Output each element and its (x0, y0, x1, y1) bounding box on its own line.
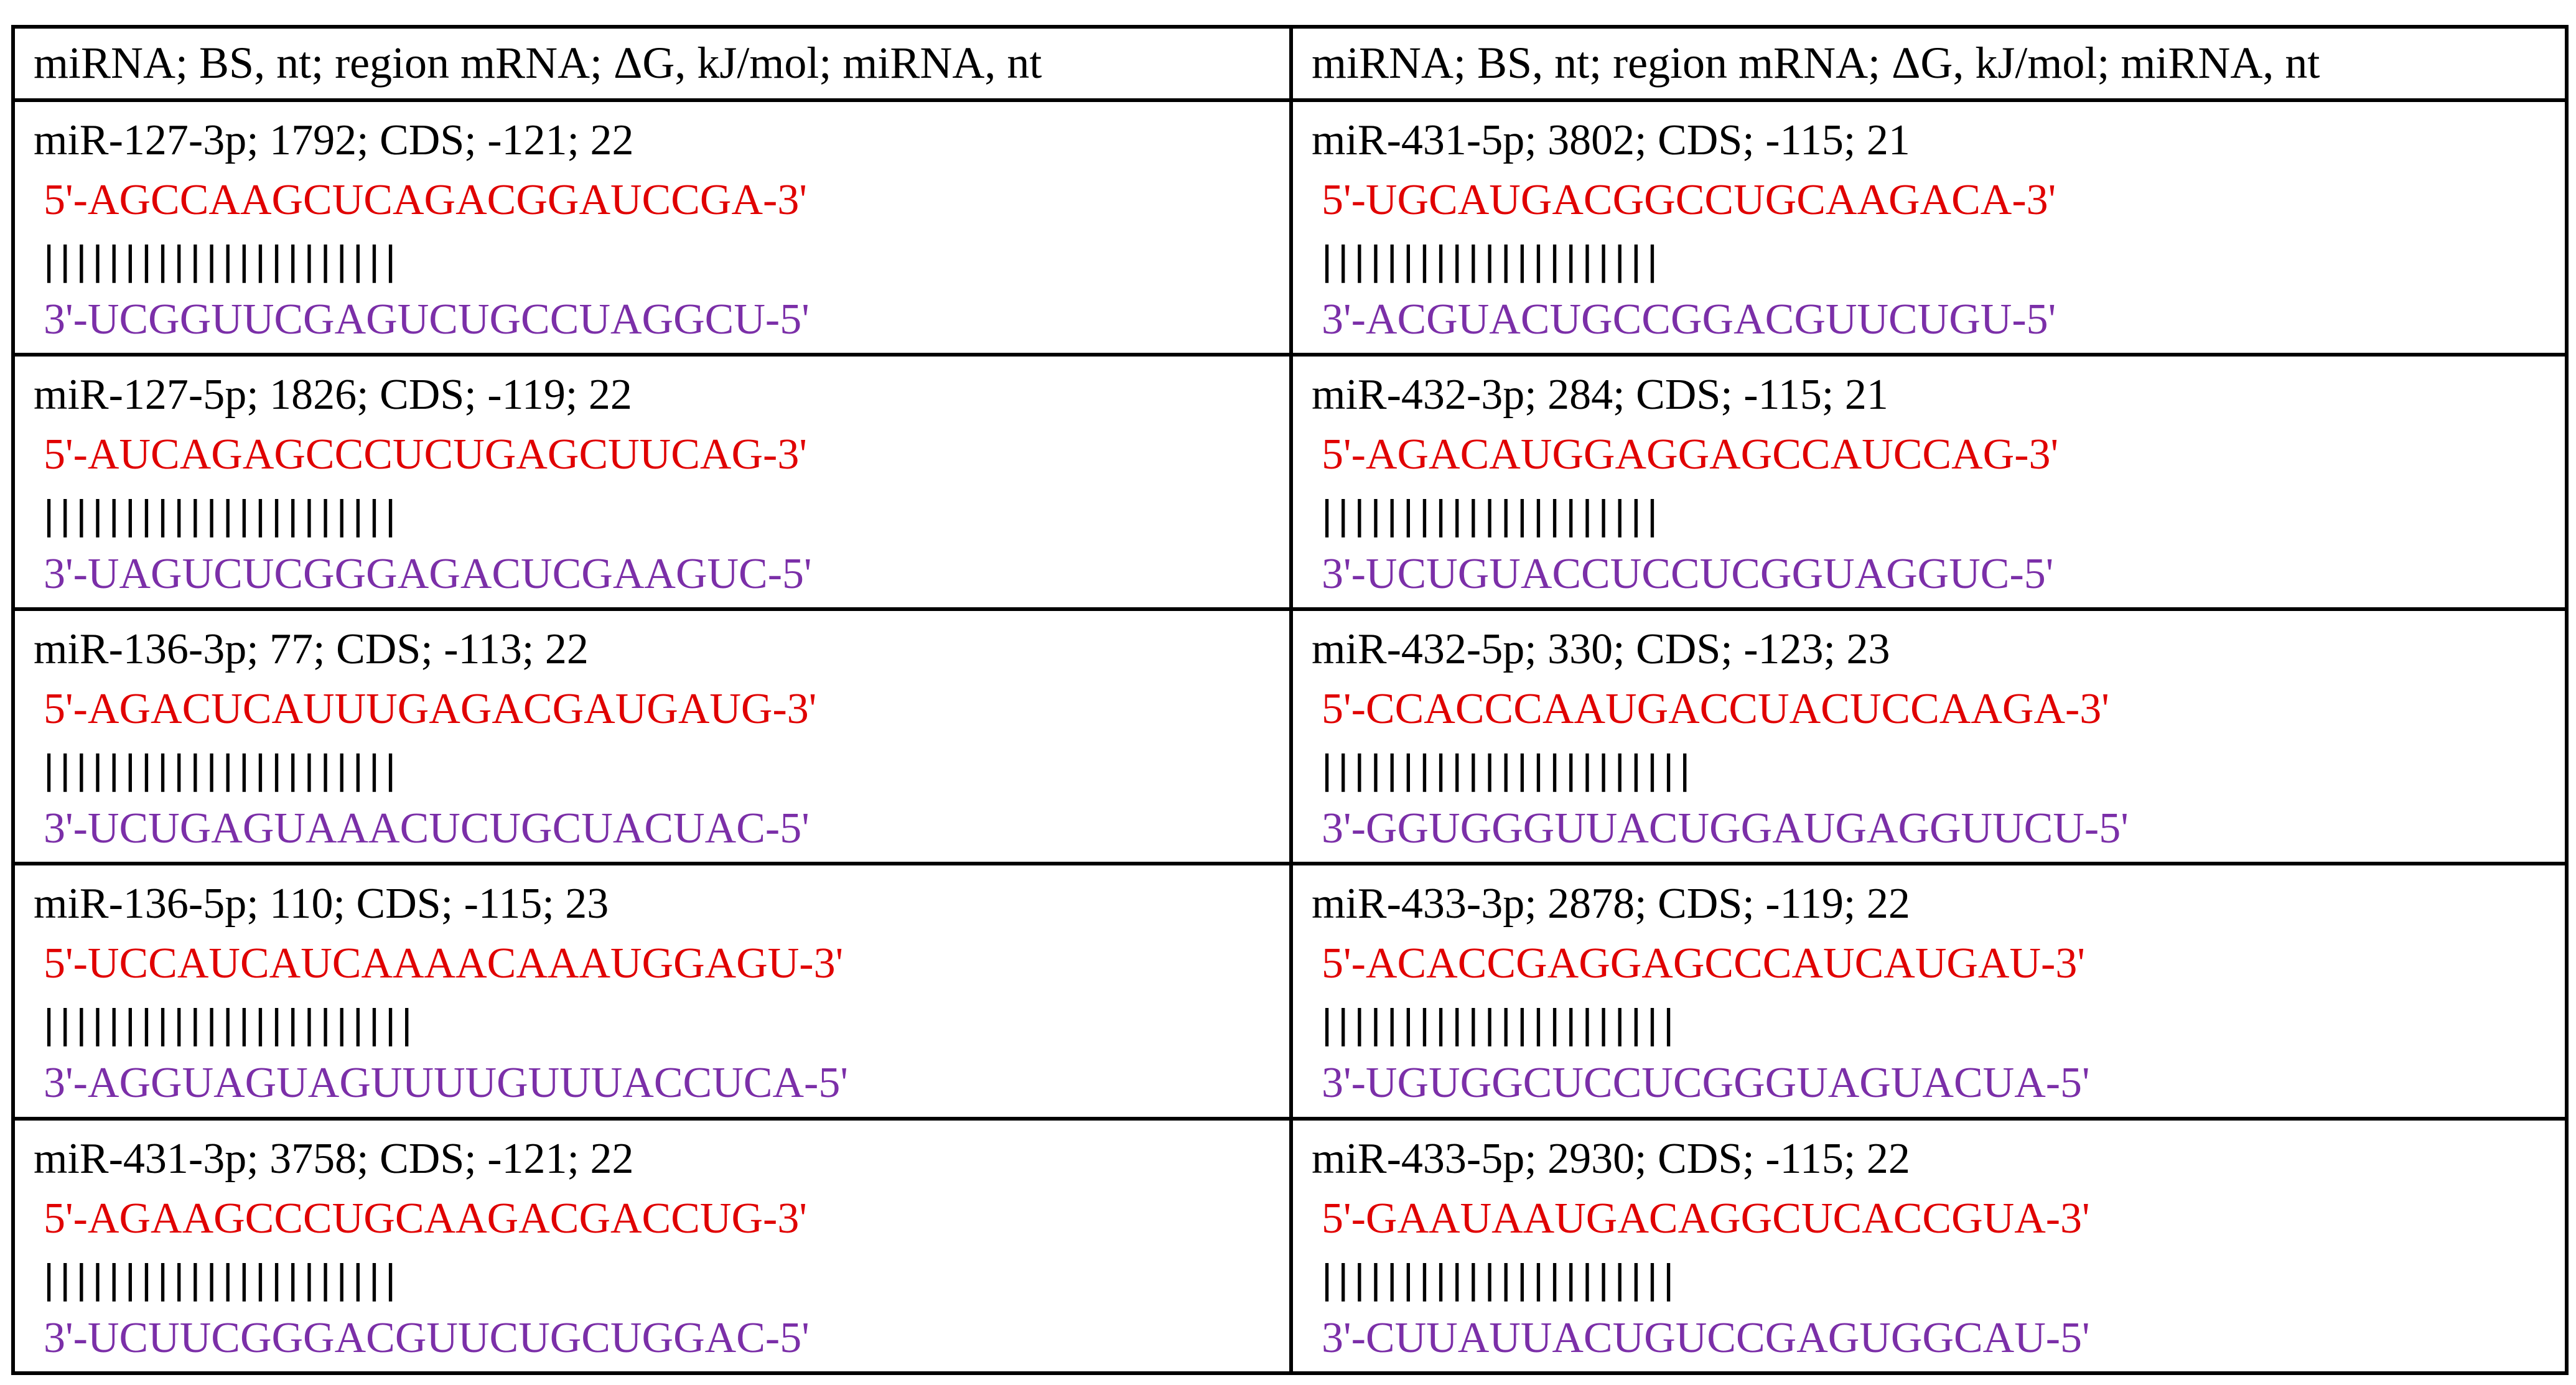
duplex-cell: miR-127-5p; 1826; CDS; -119; 22 5'-AUCAG… (11, 352, 1293, 612)
mirna-binding-table: miRNA; BS, nt; region mRNA; ΔG, kJ/mol; … (11, 25, 2569, 1376)
duplex: miR-431-3p; 3758; CDS; -121; 22 5'-AGAAG… (34, 1121, 1289, 1368)
mrna-sequence: 5'-AGACUCAUUUGAGACGAUGAUG-3' (44, 685, 817, 734)
mirna-info: miR-136-5p; 110; CDS; -115; 23 (34, 880, 609, 928)
table-row: miR-136-5p; 110; CDS; -115; 23 5'-UCCAUC… (11, 862, 2569, 1121)
mrna-sequence: 5'-AGCCAAGCUCAGACGGAUCCGA-3' (44, 175, 807, 224)
mirna-sequence: 3'-UCUUCGGGACGUUCUGCUGGAC-5' (44, 1313, 810, 1362)
mrna-sequence: 5'-UCCAUCAUCAAAACAAAUGGAGU-3' (44, 940, 844, 988)
duplex: miR-432-3p; 284; CDS; -115; 21 5'-AGACAU… (1312, 357, 2565, 604)
header-row: miRNA; BS, nt; region mRNA; ΔG, kJ/mol; … (11, 25, 2569, 102)
base-pair-bars: |||||||||||||||||||||| (44, 236, 402, 283)
mrna-sequence: 5'-CCACCCAAUGACCUACUCCAAGA-3' (1322, 685, 2109, 734)
mrna-sequence: 5'-AUCAGAGCCCUCUGAGCUUCAG-3' (44, 430, 807, 478)
mirna-info: miR-431-3p; 3758; CDS; -121; 22 (34, 1134, 634, 1183)
table-row: miR-127-5p; 1826; CDS; -119; 22 5'-AUCAG… (11, 352, 2569, 612)
table-row: miR-136-3p; 77; CDS; -113; 22 5'-AGACUCA… (11, 607, 2569, 866)
duplex: miR-127-3p; 1792; CDS; -121; 22 5'-AGCCA… (34, 102, 1289, 350)
header-cell: miRNA; BS, nt; region mRNA; ΔG, kJ/mol; … (1289, 25, 2569, 102)
mirna-sequence: 3'-UCGGUUCGAGUCUGCCUAGGCU-5' (44, 295, 810, 343)
mirna-sequence: 3'-CUUAUUACUGUCCGAGUGGCAU-5' (1322, 1313, 2090, 1362)
mirna-info: miR-431-5p; 3802; CDS; -115; 21 (1312, 116, 1910, 164)
duplex-cell: miR-431-5p; 3802; CDS; -115; 21 5'-UGCAU… (1289, 98, 2569, 357)
mrna-sequence: 5'-GAAUAAUGACAGGCUCACCGUA-3' (1322, 1194, 2090, 1243)
header-cell: miRNA; BS, nt; region mRNA; ΔG, kJ/mol; … (11, 25, 1293, 102)
mirna-sequence: 3'-UCUGUACCUCCUCGGUAGGUC-5' (1322, 549, 2054, 598)
mirna-sequence: 3'-ACGUACUGCCGGACGUUCUGU-5' (1322, 295, 2056, 343)
base-pair-bars: ||||||||||||||||||||| (1322, 236, 1664, 283)
mirna-sequence: 3'-AGGUAGUAGUUUUGUUUACCUCA-5' (44, 1059, 848, 1108)
mirna-sequence: 3'-GGUGGGUUACUGGAUGAGGUUCU-5' (1322, 804, 2129, 853)
mrna-sequence: 5'-AGACAUGGAGGAGCCAUCCAG-3' (1322, 430, 2059, 478)
duplex-cell: miR-431-3p; 3758; CDS; -121; 22 5'-AGAAG… (11, 1116, 1293, 1376)
duplex-cell: miR-433-5p; 2930; CDS; -115; 22 5'-GAAUA… (1289, 1116, 2569, 1376)
base-pair-bars: |||||||||||||||||||||| (1322, 1255, 1680, 1302)
base-pair-bars: ||||||||||||||||||||||| (1322, 746, 1696, 793)
duplex: miR-432-5p; 330; CDS; -123; 23 5'-CCACCC… (1312, 611, 2565, 859)
duplex-cell: miR-127-3p; 1792; CDS; -121; 22 5'-AGCCA… (11, 98, 1293, 357)
base-pair-bars: |||||||||||||||||||||| (44, 1255, 402, 1302)
mrna-sequence: 5'-ACACCGAGGAGCCCAUCAUGAU-3' (1322, 940, 2085, 988)
duplex: miR-433-5p; 2930; CDS; -115; 22 5'-GAAUA… (1312, 1121, 2565, 1368)
base-pair-bars: ||||||||||||||||||||||| (44, 1000, 418, 1047)
duplex: miR-433-3p; 2878; CDS; -119; 22 5'-ACACC… (1312, 865, 2565, 1113)
duplex: miR-136-3p; 77; CDS; -113; 22 5'-AGACUCA… (34, 611, 1289, 859)
mirna-info: miR-432-5p; 330; CDS; -123; 23 (1312, 625, 1890, 674)
mirna-info: miR-433-5p; 2930; CDS; -115; 22 (1312, 1134, 1910, 1183)
duplex-cell: miR-432-5p; 330; CDS; -123; 23 5'-CCACCC… (1289, 607, 2569, 866)
duplex-cell: miR-433-3p; 2878; CDS; -119; 22 5'-ACACC… (1289, 862, 2569, 1121)
duplex-cell: miR-136-3p; 77; CDS; -113; 22 5'-AGACUCA… (11, 607, 1293, 866)
base-pair-bars: |||||||||||||||||||||| (1322, 1000, 1680, 1047)
mirna-info: miR-432-3p; 284; CDS; -115; 21 (1312, 370, 1888, 419)
base-pair-bars: ||||||||||||||||||||| (1322, 491, 1664, 538)
duplex-cell: miR-136-5p; 110; CDS; -115; 23 5'-UCCAUC… (11, 862, 1293, 1121)
duplex: miR-431-5p; 3802; CDS; -115; 21 5'-UGCAU… (1312, 102, 2565, 350)
mirna-info: miR-136-3p; 77; CDS; -113; 22 (34, 625, 589, 674)
mrna-sequence: 5'-AGAAGCCCUGCAAGACGACCUG-3' (44, 1194, 807, 1243)
mirna-sequence: 3'-UCUGAGUAAACUCUGCUACUAC-5' (44, 804, 810, 853)
duplex-cell: miR-432-3p; 284; CDS; -115; 21 5'-AGACAU… (1289, 352, 2569, 612)
mirna-sequence: 3'-UAGUCUCGGGAGACUCGAAGUC-5' (44, 549, 812, 598)
mirna-info: miR-127-3p; 1792; CDS; -121; 22 (34, 116, 634, 164)
base-pair-bars: |||||||||||||||||||||| (44, 746, 402, 793)
mirna-sequence: 3'-UGUGGCUCCUCGGGUAGUACUA-5' (1322, 1059, 2090, 1108)
duplex: miR-136-5p; 110; CDS; -115; 23 5'-UCCAUC… (34, 865, 1289, 1113)
mrna-sequence: 5'-UGCAUGACGGCCUGCAAGACA-3' (1322, 175, 2056, 224)
table-row: miR-431-3p; 3758; CDS; -121; 22 5'-AGAAG… (11, 1116, 2569, 1376)
mirna-info: miR-127-5p; 1826; CDS; -119; 22 (34, 370, 632, 419)
mirna-info: miR-433-3p; 2878; CDS; -119; 22 (1312, 880, 1910, 928)
duplex: miR-127-5p; 1826; CDS; -119; 22 5'-AUCAG… (34, 357, 1289, 604)
table-row: miR-127-3p; 1792; CDS; -121; 22 5'-AGCCA… (11, 98, 2569, 357)
base-pair-bars: |||||||||||||||||||||| (44, 491, 402, 538)
